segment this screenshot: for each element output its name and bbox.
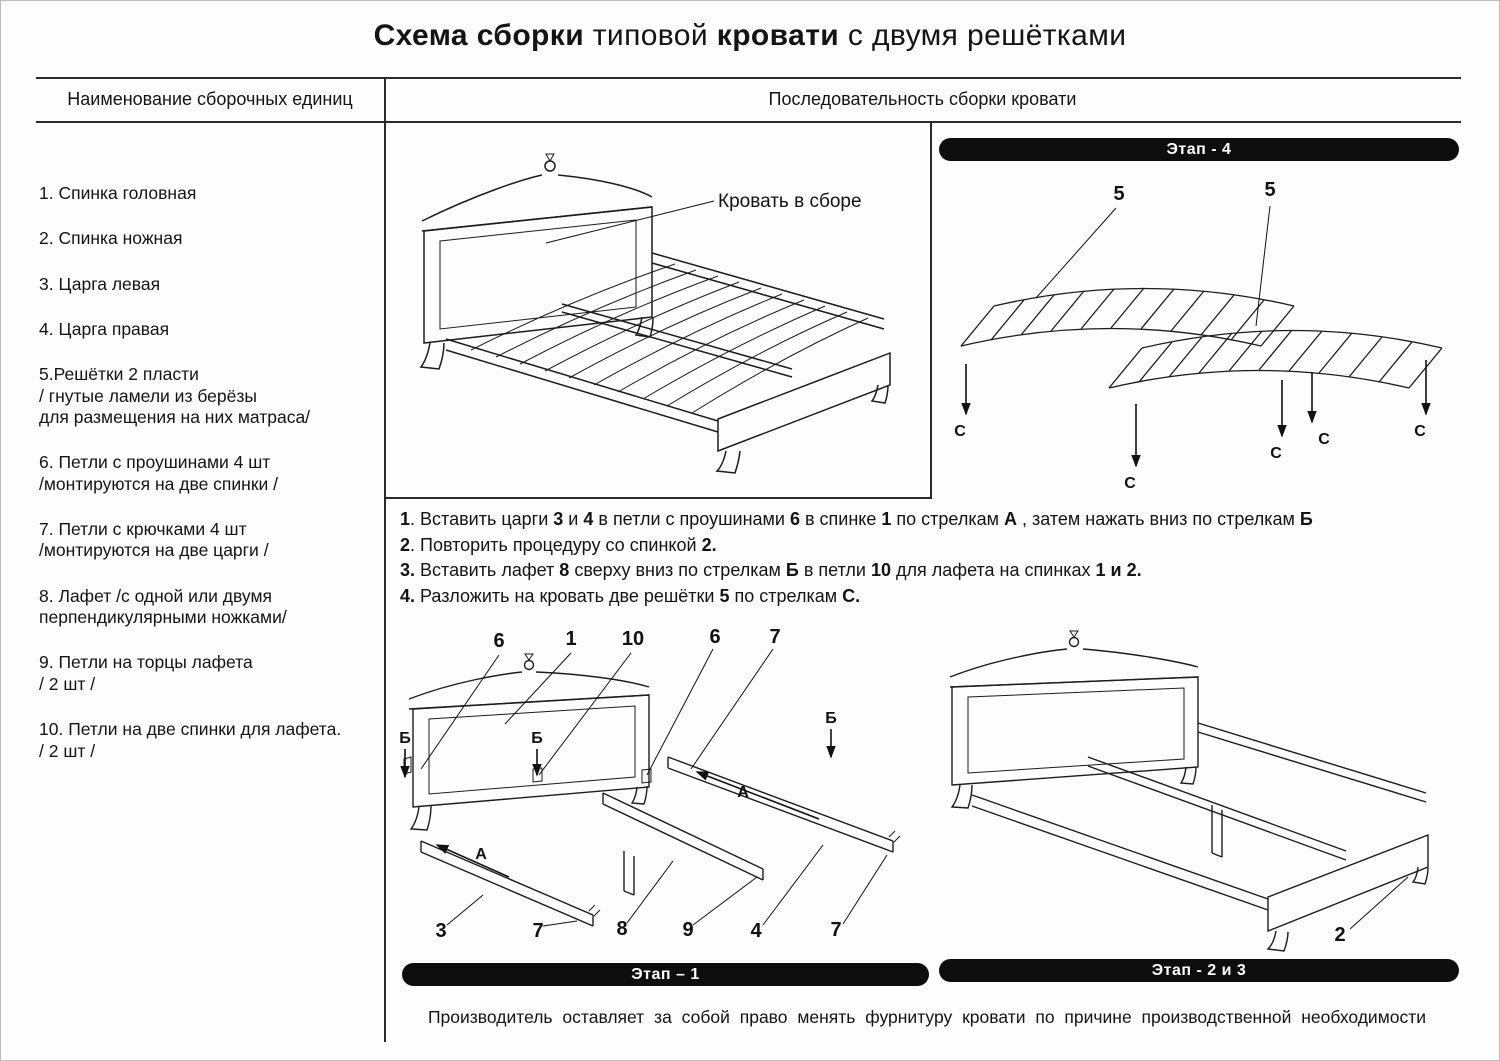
slat-grid-right xyxy=(1108,329,1443,389)
part-label-6b: 6 xyxy=(709,626,720,648)
parts-list-item-4: 4. Царга правая xyxy=(39,319,170,340)
assembled-caption: Кровать в сборе xyxy=(718,191,862,212)
leader-lines xyxy=(1035,205,1271,327)
stage4-title-pill: Этап - 4 xyxy=(939,138,1459,161)
stage23-diagram: 2 xyxy=(949,630,1429,952)
direction-arrows-c xyxy=(961,360,1431,468)
part-label-7b: 7 xyxy=(532,920,543,942)
assembly-instructions: 1. Вставить царги 3 и 4 в петли с проуши… xyxy=(400,507,1462,609)
parts-list-item-3: 3. Царга левая xyxy=(39,273,161,294)
stage1-title-pill: Этап – 1 xyxy=(402,963,929,986)
leader-line xyxy=(1349,876,1409,930)
grid-part-label: 5 xyxy=(1264,179,1275,201)
divider-top xyxy=(36,77,1461,79)
part-label-3: 3 xyxy=(435,920,446,942)
parts-list-item-6: 6. Петли с проушинами 4 шт /монтируются … xyxy=(39,452,279,494)
instruction-step-1: 1. Вставить царги 3 и 4 в петли с проуши… xyxy=(400,509,1313,529)
part-label-10: 10 xyxy=(622,628,644,650)
footboard xyxy=(1266,833,1429,952)
part-label-4: 4 xyxy=(750,920,762,942)
footboard xyxy=(715,351,891,474)
stage4-diagram: 5 5 С С С С С xyxy=(954,179,1443,492)
part-label-1: 1 xyxy=(565,628,576,650)
part-label-7: 7 xyxy=(769,626,780,648)
lafet-beam xyxy=(602,792,764,896)
arrow-letter-c: С xyxy=(1270,445,1282,462)
parts-list: 1. Спинка головная 2. Спинка ножная 3. Ц… xyxy=(39,183,384,762)
part-label-7c: 7 xyxy=(830,919,841,941)
instruction-step-2: 2. Повторить процедуру со спинкой 2. xyxy=(400,534,717,555)
arrow-letter-c: С xyxy=(1414,423,1426,440)
sequence-column-header: Последовательность сборки кровати xyxy=(768,89,1077,109)
arrow-letter-b: Б xyxy=(531,730,543,747)
parts-list-item-10: 10. Петли на две спинки для лафета. / 2 … xyxy=(39,719,342,761)
side-rail-left xyxy=(420,840,601,927)
headboard xyxy=(949,630,1199,809)
assembled-view-box xyxy=(384,121,932,499)
instruction-step-3: 3. Вставить лафет 8 сверху вниз по стрел… xyxy=(400,560,1142,580)
stage1-diagram: 6 1 10 6 7 3 7 8 9 4 7 А А Б Б Б xyxy=(399,626,901,942)
slat-grid-left xyxy=(960,287,1295,347)
arrow-letter-c: С xyxy=(1124,475,1136,492)
direction-arrows xyxy=(400,729,836,878)
leader-lines xyxy=(420,648,888,927)
grid-part-label: 5 xyxy=(1113,183,1124,205)
part-label-6: 6 xyxy=(493,630,504,652)
stage23-title-pill: Этап - 2 и 3 xyxy=(939,959,1459,982)
headboard xyxy=(419,153,654,370)
arrow-letter-c: С xyxy=(1318,431,1330,448)
parts-column-header: Наименование сборочных единиц xyxy=(67,89,353,109)
bed-frame-rails xyxy=(445,252,885,433)
parts-list-item-5: 5.Решётки 2 пласти / гнутые ламели из бе… xyxy=(39,364,311,428)
part-label-8: 8 xyxy=(616,918,627,940)
frame-rails xyxy=(971,722,1427,911)
parts-list-item-9: 9. Петли на торцы лафета / 2 шт / xyxy=(39,652,253,694)
parts-list-item-1: 1. Спинка головная xyxy=(39,183,197,203)
arrow-letter-c: С xyxy=(954,423,966,440)
arrow-letter-b: Б xyxy=(399,730,411,747)
arrow-letter-b: Б xyxy=(825,710,837,727)
mattress-slats xyxy=(470,263,869,414)
instruction-step-4: 4. Разложить на кровать две решётки 5 по… xyxy=(400,585,861,606)
arrow-letter-a: А xyxy=(475,846,487,863)
footer-note: Производитель оставляет за собой право м… xyxy=(427,1007,1427,1027)
arrow-letter-a: А xyxy=(737,784,749,801)
headboard xyxy=(403,653,652,831)
parts-list-item-7: 7. Петли с крючками 4 шт /монтируются на… xyxy=(39,519,269,561)
assembled-bed-drawing: Кровать в сборе xyxy=(419,153,891,474)
lafet-beam xyxy=(1087,756,1347,861)
parts-list-item-8: 8. Лафет /с одной или двумя перпендикуля… xyxy=(39,585,287,628)
page-title: Схема сборки типовой кровати с двумя реш… xyxy=(373,19,1127,52)
side-rail-right xyxy=(667,756,901,853)
parts-list-item-2: 2. Спинка ножная xyxy=(39,228,183,249)
part-label-2: 2 xyxy=(1334,924,1345,946)
divider-vertical xyxy=(384,77,386,1042)
caption-leader-line xyxy=(545,200,715,244)
part-label-9: 9 xyxy=(682,919,693,941)
